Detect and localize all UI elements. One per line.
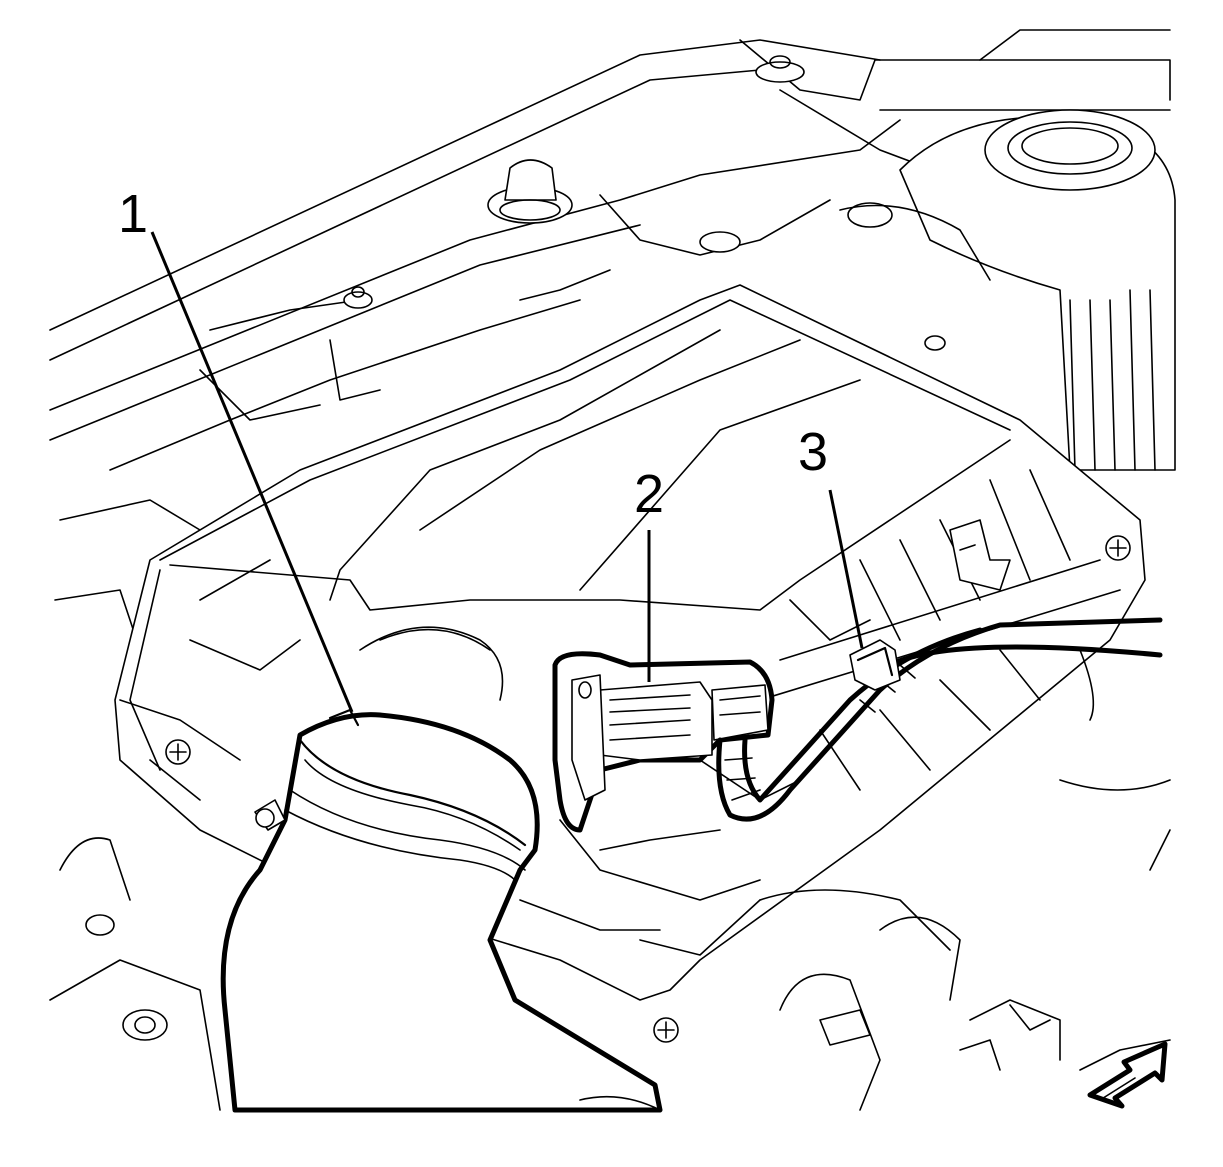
front-direction-arrow-icon [1087, 1041, 1168, 1109]
callout-3-label: 3 [798, 422, 828, 482]
housing-screw [1105, 535, 1131, 561]
harness-retainer-clip [849, 639, 901, 691]
housing-screw [653, 1017, 679, 1043]
cowl-clip [755, 55, 805, 83]
callout-2: 2 [634, 464, 664, 682]
callout-1-label: 1 [118, 184, 148, 244]
strut-tower [839, 109, 1176, 471]
lower-components [49, 649, 1171, 1111]
cowl-grommet [487, 159, 573, 224]
intake-air-duct [220, 626, 663, 1113]
maf-sensor-connector [552, 651, 775, 833]
bracket-hole [699, 231, 946, 351]
callout-1: 1 [118, 184, 354, 713]
bolt-head [343, 286, 373, 309]
callout-2-label: 2 [634, 464, 664, 524]
housing-screw [165, 739, 191, 765]
callout-3: 3 [798, 422, 864, 649]
